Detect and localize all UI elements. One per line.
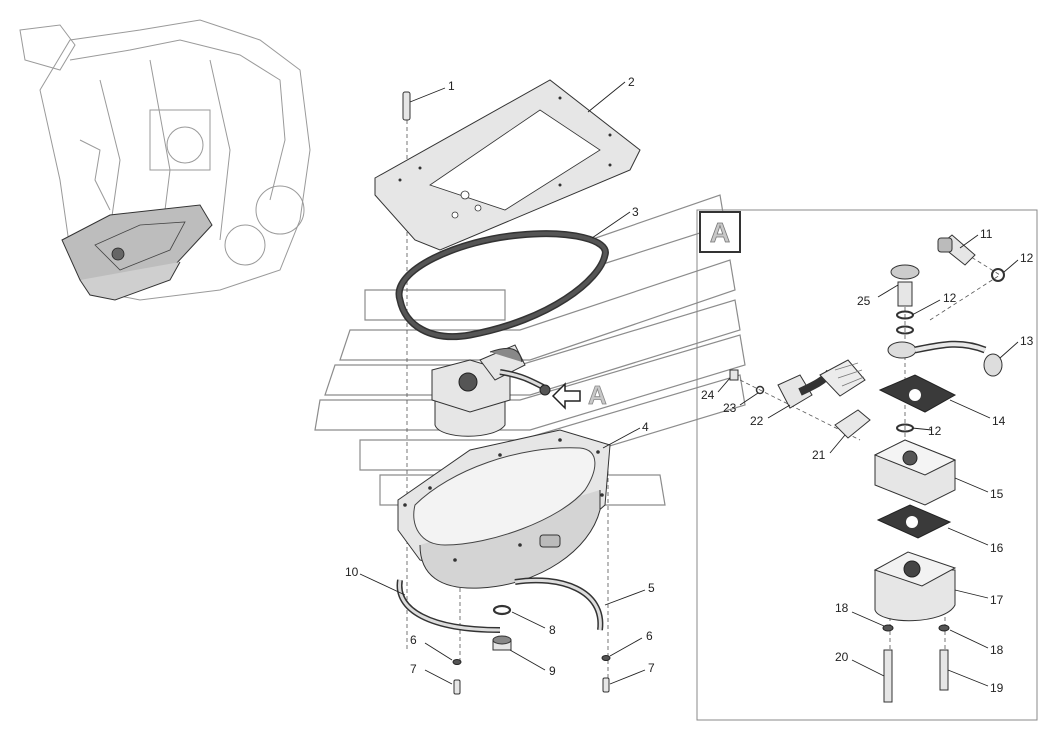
callout-14: 14 <box>992 414 1006 428</box>
callout-12-low: 12 <box>928 424 942 438</box>
detail-view-a-badge: A <box>699 211 741 253</box>
view-a-pointer-arrow: A <box>551 380 607 410</box>
part-16-gasket <box>876 504 952 539</box>
callout-18-right: 18 <box>990 643 1004 657</box>
part-14-gasket <box>878 374 957 413</box>
part-2-adapter-plate <box>374 79 641 251</box>
callout-21: 21 <box>812 448 826 462</box>
callout-7-right: 7 <box>648 661 655 675</box>
callout-23: 23 <box>723 401 737 415</box>
part-21-gasket <box>834 409 871 439</box>
part-18-washers <box>882 624 950 632</box>
leader-lines <box>359 81 1019 687</box>
callout-1: 1 <box>448 79 455 93</box>
callout-3: 3 <box>632 205 639 219</box>
callout-10: 10 <box>345 565 359 579</box>
part-17-pump-housing <box>873 551 957 622</box>
part-5-gasket-strip <box>514 577 604 631</box>
callout-16: 16 <box>990 541 1004 555</box>
callout-18-left: 18 <box>835 601 849 615</box>
part-19-20-bolts <box>883 649 949 703</box>
part-25-bolt <box>890 264 920 307</box>
part-22-intake-pipe <box>777 359 866 409</box>
part-12-washer-top <box>991 268 1005 282</box>
detail-view-a-frame <box>696 209 1038 721</box>
part-4-oil-pan <box>397 429 611 589</box>
callout-19: 19 <box>990 681 1004 695</box>
callout-4: 4 <box>642 420 649 434</box>
part-13-oil-line <box>887 340 1003 377</box>
callout-6-right: 6 <box>646 629 653 643</box>
part-23-washer <box>755 385 765 395</box>
callout-7-left: 7 <box>410 662 417 676</box>
callout-8: 8 <box>549 623 556 637</box>
callout-11: 11 <box>980 227 993 241</box>
part-10-gasket-strip <box>396 579 501 633</box>
callout-5: 5 <box>648 581 655 595</box>
callout-15: 15 <box>990 487 1004 501</box>
callout-13: 13 <box>1020 334 1034 348</box>
part-6-7-fasteners-right <box>601 655 611 693</box>
part-6-7-fasteners-left <box>452 659 462 695</box>
callout-24: 24 <box>701 388 715 402</box>
part-3-gasket <box>395 230 609 340</box>
callout-12-top: 12 <box>1020 251 1034 265</box>
callout-20: 20 <box>835 650 849 664</box>
part-8-seal-ring <box>492 604 512 616</box>
callout-2: 2 <box>628 75 635 89</box>
part-1-stud <box>402 91 411 121</box>
part-12-washer-mid <box>896 310 914 335</box>
callout-25: 25 <box>857 294 871 308</box>
callout-22: 22 <box>750 414 764 428</box>
callout-12-mid: 12 <box>943 291 957 305</box>
part-11-banjo-bolt <box>937 234 976 266</box>
engine-overview-illustration <box>19 19 311 301</box>
callout-9: 9 <box>549 664 556 678</box>
part-9-drain-plug <box>492 635 512 651</box>
oil-pump-assembly <box>431 344 551 437</box>
part-15-pump-cover <box>873 439 957 506</box>
view-a-ghost-letter: A <box>588 380 607 410</box>
callout-6-left: 6 <box>410 633 417 647</box>
callout-labels: 1 2 3 4 5 6 6 7 7 8 9 10 11 12 12 12 13 … <box>345 75 1034 695</box>
part-24-bolt <box>729 369 739 381</box>
svg-text:A: A <box>710 217 730 248</box>
callout-17: 17 <box>990 593 1004 607</box>
